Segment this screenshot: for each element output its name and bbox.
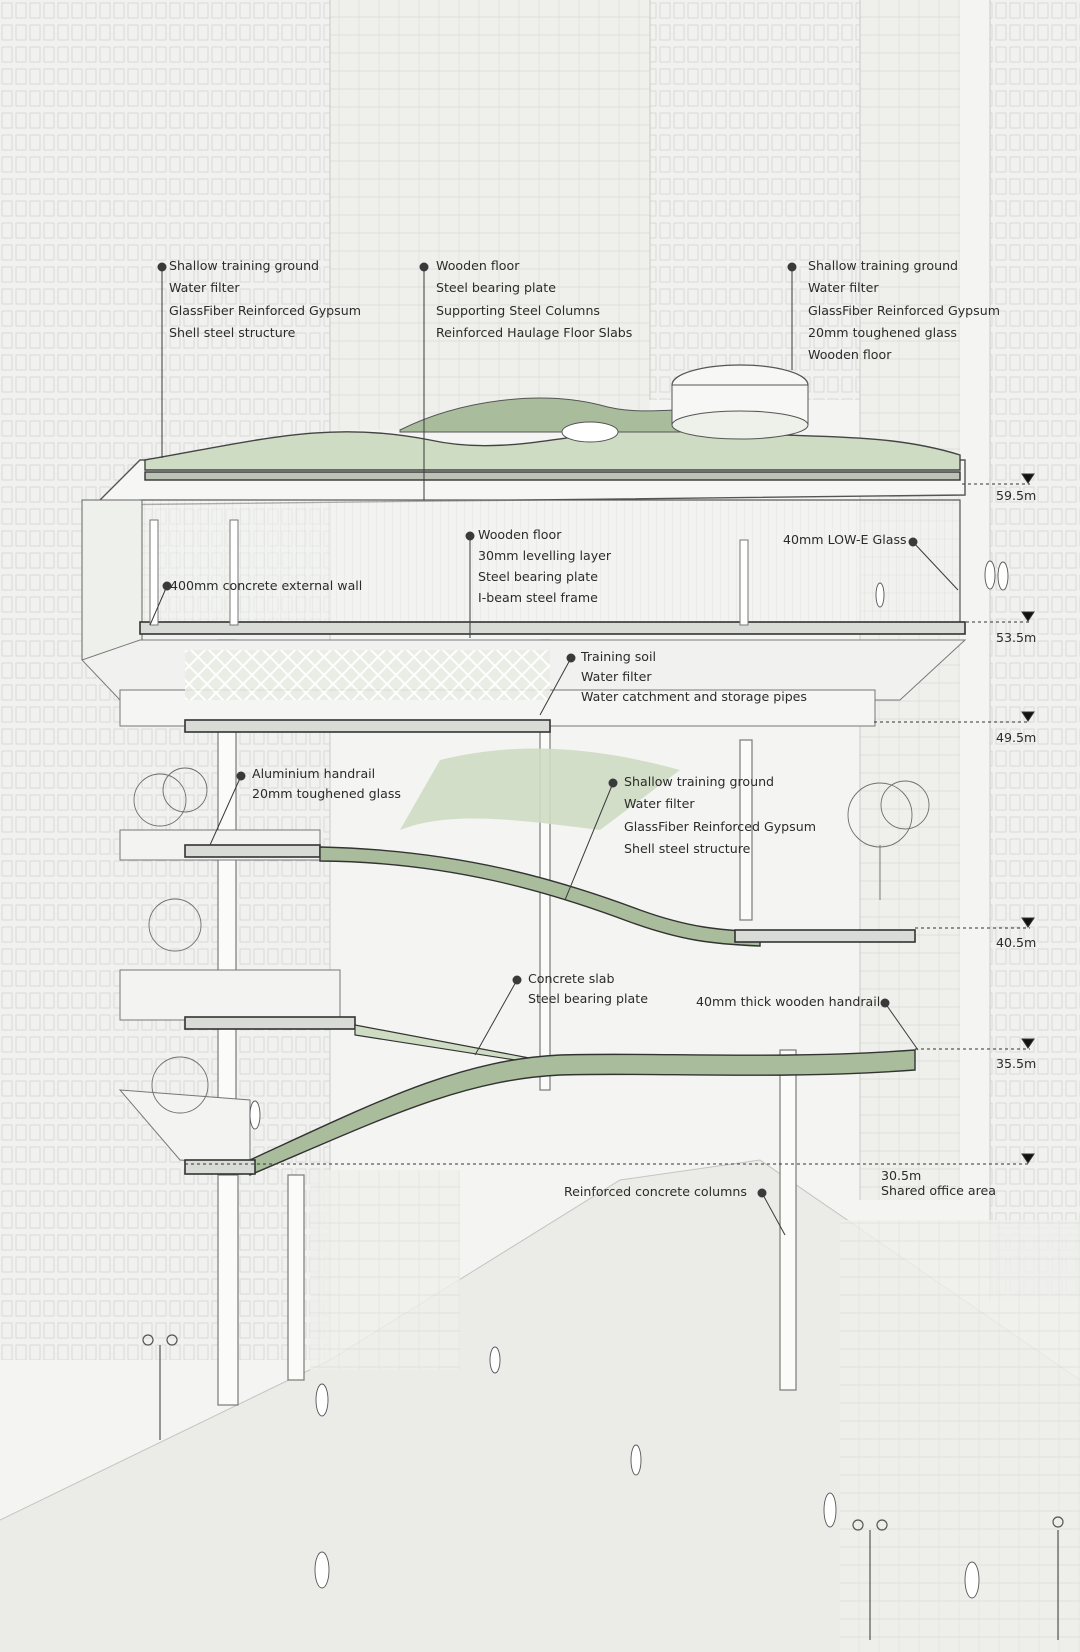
- annotation-ramp-shell: Shallow training ground Water filter Gla…: [624, 771, 816, 860]
- background-towers: [0, 0, 1080, 1360]
- annotation-external-wall: 400mm concrete external wall: [170, 575, 362, 597]
- annotation-line: Wooden floor: [808, 347, 892, 363]
- annotation-line: Water filter: [581, 669, 652, 684]
- annotation-line: 30mm levelling layer: [478, 548, 612, 563]
- annotation-line: GlassFiber Reinforced Gypsum: [808, 302, 1000, 318]
- level-30-5: 30.5m Shared office area: [881, 1168, 996, 1198]
- level-label: 35.5m: [996, 1056, 1037, 1071]
- level-markers: [185, 473, 1035, 1165]
- floor-decks: [118, 650, 916, 1177]
- annotation-line: 40mm thick wooden handrail: [696, 994, 881, 1009]
- annotation-line: GlassFiber Reinforced Gypsum: [624, 818, 816, 834]
- level-59-5: 59.5m: [996, 488, 1036, 503]
- level-label: 59.5m: [996, 488, 1037, 503]
- annotation-floor-build-up: Wooden floor 30mm levelling layer Steel …: [478, 524, 611, 608]
- annotation-line: Wooden floor: [478, 527, 562, 542]
- annotation-handrail: Aluminium handrail 20mm toughened glass: [252, 764, 401, 804]
- annotation-line: Aluminium handrail: [252, 766, 376, 781]
- annotation-line: Wooden floor: [436, 258, 520, 273]
- annotation-line: 20mm toughened glass: [808, 324, 957, 340]
- annotation-line: Shallow training ground: [169, 258, 320, 273]
- annotation-roof-middle: Wooden floor Steel bearing plate Support…: [436, 255, 632, 344]
- annotation-line: Water filter: [808, 280, 879, 296]
- annotation-line: Steel bearing plate: [436, 280, 556, 296]
- annotation-columns: Reinforced concrete columns: [564, 1181, 747, 1203]
- annotation-line: Shallow training ground: [624, 774, 775, 789]
- level-53-5: 53.5m: [996, 630, 1036, 645]
- leader-lines: [149, 262, 959, 1236]
- level-note: Shared office area: [881, 1183, 996, 1198]
- annotation-line: Reinforced concrete columns: [564, 1184, 747, 1199]
- annotation-roof-left: Shallow training ground Water filter Gla…: [169, 255, 361, 344]
- annotation-line: Shallow training ground: [808, 258, 959, 273]
- annotation-training-soil: Training soil Water filter Water catchme…: [581, 647, 807, 707]
- level-40-5: 40.5m: [996, 935, 1036, 950]
- annotation-glass: 40mm LOW-E Glass: [783, 529, 907, 551]
- annotation-line: 20mm toughened glass: [252, 786, 401, 801]
- annotation-line: 400mm concrete external wall: [170, 578, 363, 593]
- street-ground: [0, 1159, 1080, 1652]
- annotation-line: Steel bearing plate: [478, 569, 598, 584]
- annotation-line: I-beam steel frame: [478, 590, 598, 605]
- street-lamps: [142, 1334, 1064, 1640]
- people: [249, 560, 1009, 1599]
- annotation-line: Water filter: [624, 796, 695, 812]
- level-label: 49.5m: [996, 730, 1037, 745]
- annotation-line: Reinforced Haulage Floor Slabs: [436, 324, 633, 340]
- level-35-5: 35.5m: [996, 1056, 1036, 1071]
- annotation-roof-right: Shallow training ground Water filter Gla…: [808, 255, 1000, 366]
- annotation-line: Water filter: [169, 280, 240, 296]
- annotation-line: Shell steel structure: [624, 840, 751, 856]
- annotation-wooden-handrail: 40mm thick wooden handrail: [696, 991, 880, 1013]
- annotation-line: 40mm LOW-E Glass: [783, 532, 907, 547]
- annotation-line: Steel bearing plate: [528, 991, 648, 1006]
- level-label: 40.5m: [996, 935, 1037, 950]
- annotation-line: Water catchment and storage pipes: [581, 689, 807, 704]
- trees: [133, 767, 930, 1114]
- level-49-5: 49.5m: [996, 730, 1036, 745]
- annotation-concrete-slab: Concrete slab Steel bearing plate: [528, 969, 648, 1009]
- annotation-line: Shell steel structure: [169, 324, 296, 340]
- annotation-line: Concrete slab: [528, 971, 615, 986]
- annotation-line: GlassFiber Reinforced Gypsum: [169, 302, 361, 318]
- level-label: 53.5m: [996, 630, 1037, 645]
- level-label: 30.5m: [881, 1168, 922, 1183]
- annotation-line: Supporting Steel Columns: [436, 302, 600, 318]
- green-roof: [144, 364, 961, 481]
- annotation-line: Training soil: [581, 649, 656, 664]
